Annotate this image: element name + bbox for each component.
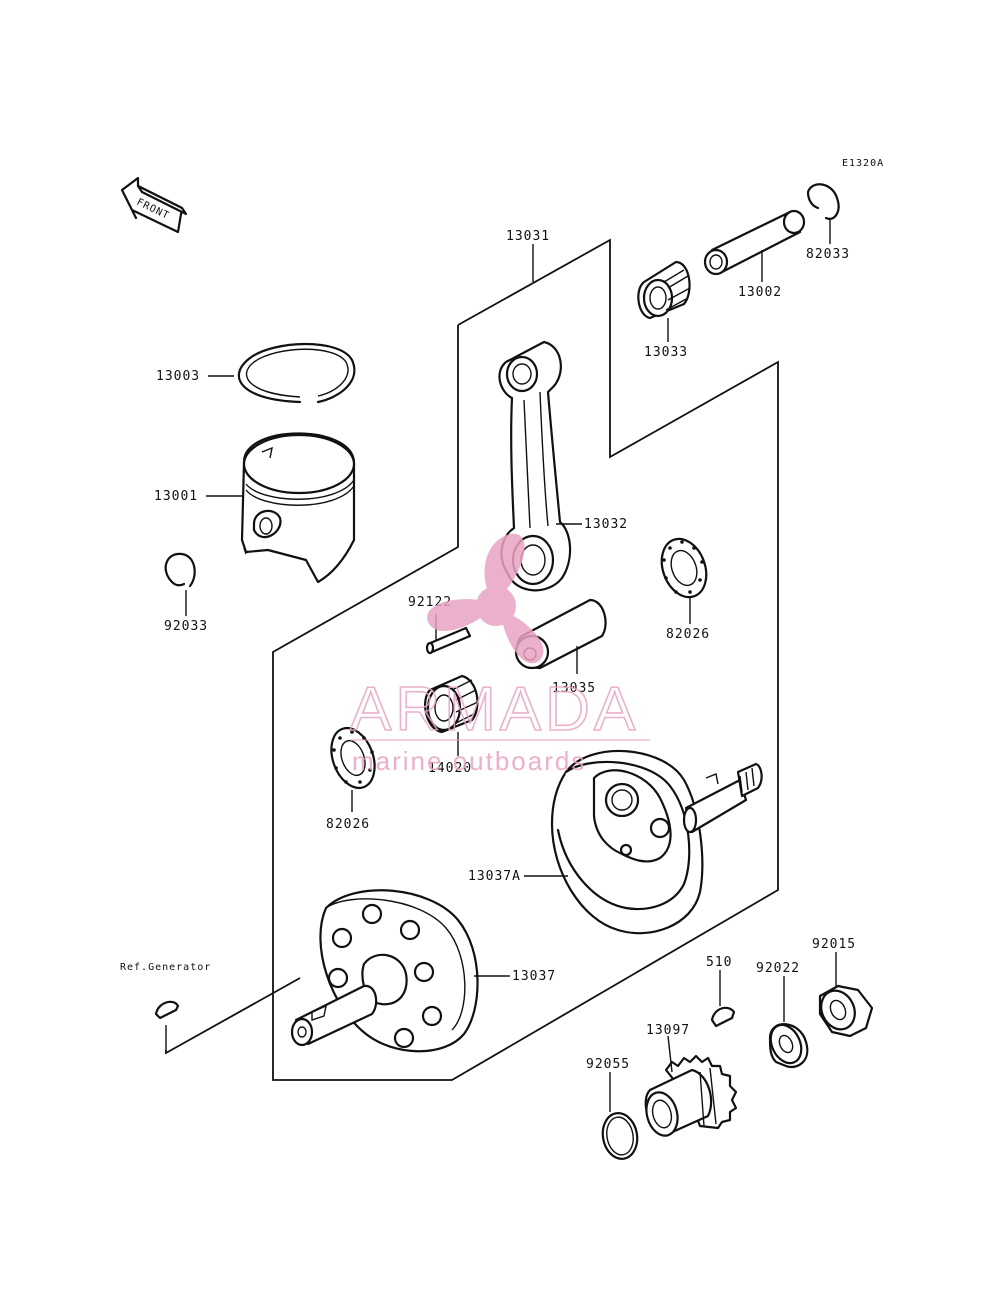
propeller-logo-icon	[427, 533, 544, 664]
label-92015: 92015	[812, 937, 856, 952]
label-13037: 13037	[512, 969, 556, 984]
label-13031: 13031	[506, 229, 550, 244]
generator-ref-line	[165, 977, 301, 1055]
washer-icon	[768, 1023, 809, 1069]
nut-icon	[818, 984, 874, 1038]
thrust-washer-left-icon	[330, 726, 376, 790]
dowel-pin-icon	[425, 626, 472, 655]
connecting-rod-icon	[498, 340, 572, 592]
thrust-washer-right-icon	[660, 537, 708, 599]
diagram-code: E1320A	[842, 158, 884, 169]
label-82026-left: 82026	[326, 817, 370, 832]
watermark-brand: ARMADA	[350, 675, 639, 744]
watermark-tagline: marine outboards	[352, 746, 586, 776]
label-13032: 13032	[584, 517, 628, 532]
label-13001: 13001	[154, 489, 198, 504]
label-13002: 13002	[738, 285, 782, 300]
big-end-bearing-icon	[424, 674, 479, 734]
label-14020: 14020	[428, 761, 472, 776]
gear-icon	[644, 1054, 738, 1137]
piston-pin-icon	[703, 209, 806, 276]
label-13035: 13035	[552, 681, 596, 696]
woodruff-key-icon	[154, 1000, 180, 1020]
label-82026-right: 82026	[666, 627, 710, 642]
armada-watermark-logo: ARMADA marine outboards	[349, 533, 650, 776]
crank-half-right-icon	[550, 749, 763, 935]
label-92022: 92022	[756, 961, 800, 976]
label-13097: 13097	[646, 1023, 690, 1038]
label-13037A: 13037A	[468, 869, 521, 884]
small-end-bearing-icon	[637, 260, 691, 320]
label-92033: 92033	[164, 619, 208, 634]
label-13003: 13003	[156, 369, 200, 384]
crank-half-left-icon	[290, 889, 479, 1053]
key-510-icon	[710, 1006, 736, 1028]
front-arrow-icon: FRONT	[120, 176, 188, 234]
circlip-left-icon	[164, 552, 196, 588]
o-ring-icon	[601, 1112, 639, 1160]
label-82033-top: 82033	[806, 247, 850, 262]
piston-icon	[240, 432, 356, 584]
label-13033: 13033	[644, 345, 688, 360]
ref-generator-label: Ref.Generator	[120, 962, 211, 973]
conrod-group-frame	[272, 238, 779, 1081]
piston-ring-icon	[237, 342, 356, 404]
circlip-icon	[806, 183, 840, 220]
label-92055: 92055	[586, 1057, 630, 1072]
label-510: 510	[706, 955, 732, 970]
